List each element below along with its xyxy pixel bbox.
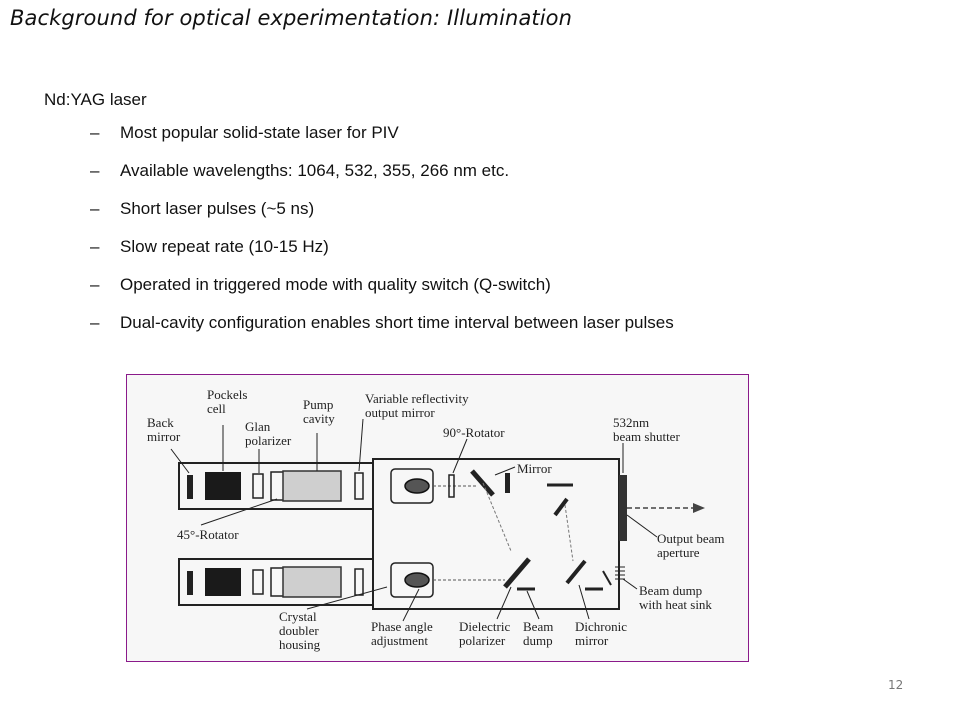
label-beam-shutter: beam shutter <box>613 429 680 444</box>
label-pockels-cell: Pockels <box>207 387 247 402</box>
leader-line <box>496 586 512 620</box>
leader-line <box>170 448 190 474</box>
upper-mirror <box>470 469 495 497</box>
bullet-marker: – <box>90 199 100 218</box>
label-pockels-cell: cell <box>207 401 226 416</box>
leader-line <box>578 584 590 620</box>
bullet-text: Operated in triggered mode with quality … <box>120 275 551 294</box>
pockels-cell-upper <box>205 472 241 500</box>
label-housing: housing <box>279 637 321 652</box>
label-beam-dump-heat: Beam dump <box>639 583 702 598</box>
mid-right-element <box>553 497 569 517</box>
rotator90 <box>448 474 455 498</box>
back-mirror-lower <box>187 571 193 595</box>
label-phase-angle: Phase angle <box>371 619 433 634</box>
leader-line <box>358 418 364 472</box>
laser-diagram: Back mirror Pockels cell Glan polarizer … <box>147 387 725 652</box>
pockels-cell-lower <box>205 568 241 596</box>
leader-line <box>526 590 540 620</box>
label-output-beam: Output beam <box>657 531 725 546</box>
leader-line <box>626 514 658 538</box>
beam-dump-heat-sink <box>602 570 612 586</box>
label-dump: dump <box>523 633 553 648</box>
beam-path <box>564 504 574 562</box>
pump-cavity-lower <box>282 566 342 598</box>
arrow-right-icon <box>693 503 705 513</box>
label-rotator90: 90°-Rotator <box>443 425 505 440</box>
label-pump-cavity: cavity <box>303 411 335 426</box>
bullet-marker: – <box>90 275 100 294</box>
leader-line <box>200 498 278 526</box>
bullet-marker: – <box>90 313 100 332</box>
label-doubler: doubler <box>279 623 319 638</box>
label-dichronic-mirror: mirror <box>575 633 609 648</box>
output-mirror-upper <box>354 472 364 500</box>
label-output-mirror: output mirror <box>365 405 435 420</box>
label-crystal: Crystal <box>279 609 317 624</box>
leader-line <box>622 578 638 590</box>
pump-cavity-upper <box>282 470 342 502</box>
label-glan-polarizer: polarizer <box>245 433 292 448</box>
label-beam: Beam <box>523 619 553 634</box>
bullet-text: Dual-cavity configuration enables short … <box>120 313 674 332</box>
slide-title: Background for optical experimentation: … <box>10 6 573 30</box>
label-glan-polarizer: Glan <box>245 419 271 434</box>
label-mirror: Mirror <box>517 461 552 476</box>
crystal-lower <box>404 572 430 588</box>
bullet-marker: – <box>90 123 100 142</box>
label-rotator45: 45°-Rotator <box>177 527 239 542</box>
label-adjustment: adjustment <box>371 633 428 648</box>
bullet-marker: – <box>90 161 100 180</box>
page-number: 12 <box>888 678 904 692</box>
label-back-mirror: Back <box>147 415 174 430</box>
label-dielectric: Dielectric <box>459 619 510 634</box>
label-back-mirror: mirror <box>147 429 181 444</box>
label-dichronic: Dichronic <box>575 619 627 634</box>
glan-polarizer-lower <box>252 569 264 595</box>
label-532nm: 532nm <box>613 415 649 430</box>
dielectric-polarizer <box>503 557 531 589</box>
label-heat-sink: with heat sink <box>639 597 712 612</box>
bullet-text: Available wavelengths: 1064, 532, 355, 2… <box>120 161 510 180</box>
bullet-text: Slow repeat rate (10-15 Hz) <box>120 237 329 256</box>
leader-line <box>494 466 516 476</box>
output-mirror-lower <box>354 568 364 596</box>
label-aperture: aperture <box>657 545 700 560</box>
label-polarizer: polarizer <box>459 633 506 648</box>
glan-polarizer-upper <box>252 473 264 499</box>
laser-diagram-figure: Back mirror Pockels cell Glan polarizer … <box>126 374 749 662</box>
bullet-text: Short laser pulses (~5 ns) <box>120 199 315 218</box>
leader-line <box>452 438 468 474</box>
back-mirror-upper <box>187 475 193 499</box>
dichronic-mirror <box>565 559 587 585</box>
upper-block <box>505 473 510 493</box>
beam-shutter <box>619 475 627 541</box>
bullet-text: Most popular solid-state laser for PIV <box>120 123 399 142</box>
leader-line <box>306 586 388 610</box>
section-heading: Nd:YAG laser <box>44 90 147 109</box>
crystal-upper <box>404 478 430 494</box>
label-variable-reflectivity: Variable reflectivity <box>365 391 469 406</box>
beam-path <box>482 482 512 552</box>
leader-line <box>402 588 420 622</box>
label-pump-cavity: Pump <box>303 397 333 412</box>
bullet-marker: – <box>90 237 100 256</box>
